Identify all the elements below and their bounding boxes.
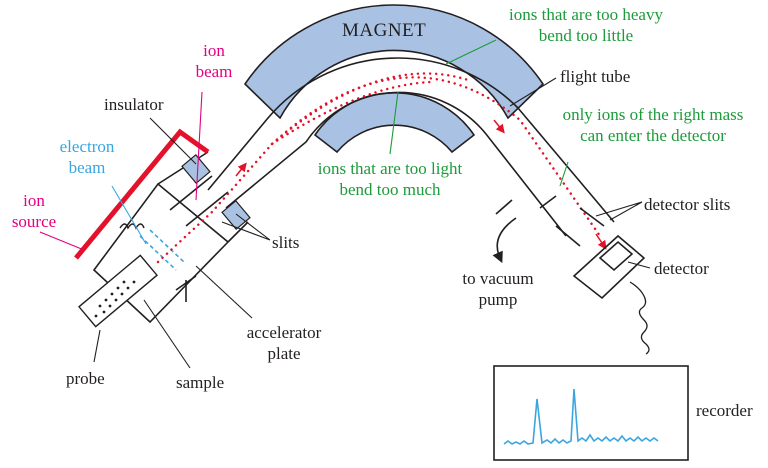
right-mass-label-line2: can enter the detector (580, 126, 726, 145)
ion-beam-paths (156, 72, 602, 264)
detector-housing (572, 234, 646, 300)
vacuum-pump-label-line1: to vacuum (462, 269, 534, 288)
right-mass-label-line1: only ions of the right mass (562, 105, 744, 124)
insulator-label: insulator (104, 95, 164, 114)
accelerator-plate-label: accelerator plate (232, 322, 336, 364)
electron-beam-path (139, 229, 185, 271)
right-mass-label: only ions of the right mass can enter th… (546, 104, 760, 146)
detector-slits (555, 207, 605, 247)
filament-coil-icon (119, 223, 145, 230)
recorder-box (493, 365, 689, 461)
light-ions-label-line2: bend too much (339, 180, 441, 199)
insulator-block-lower (221, 199, 251, 231)
vacuum-pump-label: to vacuum pump (452, 268, 544, 310)
vacuum-arrow-icon (492, 217, 517, 264)
detector-slits-label: detector slits (644, 195, 731, 214)
light-ions-label-line1: ions that are too light (317, 159, 463, 178)
sample-label: sample (176, 373, 225, 392)
accelerator-plate-label-line1: accelerator (246, 323, 322, 342)
ion-source-label-line1: ion (23, 191, 45, 210)
detector-label: detector (654, 259, 709, 278)
accelerator-plates (169, 175, 229, 302)
mass-spectrum-trace-icon (503, 388, 659, 445)
electron-beam-label: electron beam (42, 136, 132, 178)
ion-beam-arrow-2 (493, 119, 505, 134)
ion-source-label-line2: source (11, 212, 57, 231)
flight-tube (207, 57, 615, 237)
ion-beam-arrow-1 (235, 162, 247, 177)
leader-lines (39, 39, 651, 369)
slits-label: slits (272, 233, 300, 252)
vacuum-pump-label-line2: pump (478, 290, 518, 309)
ion-beam-label: ion beam (188, 40, 240, 82)
recorder-label: recorder (696, 401, 753, 420)
probe (78, 254, 158, 328)
heavy-ions-label-line2: bend too little (538, 26, 634, 45)
accelerator-plate-label-line2: plate (267, 344, 301, 363)
signal-cable (629, 281, 650, 355)
vacuum-outlet (495, 195, 557, 215)
ion-source-label: ion source (0, 190, 68, 232)
ion-beam-label-line1: ion (203, 41, 225, 60)
heavy-ions-label-line1: ions that are too heavy (509, 5, 663, 24)
probe-label: probe (66, 369, 105, 388)
electron-beam-label-line1: electron (59, 137, 115, 156)
magnet-label: MAGNET (342, 20, 427, 41)
insulator-block-upper (181, 153, 211, 185)
light-ions-label: ions that are too light bend too much (300, 158, 480, 200)
heavy-ions-label: ions that are too heavy bend too little (494, 4, 678, 46)
ion-beam-arrow-3 (595, 233, 607, 250)
ion-beam-label-line2: beam (195, 62, 233, 81)
magnet-outer-pole (243, 4, 545, 120)
flight-tube-label: flight tube (560, 67, 631, 86)
electron-beam-label-line2: beam (68, 158, 106, 177)
